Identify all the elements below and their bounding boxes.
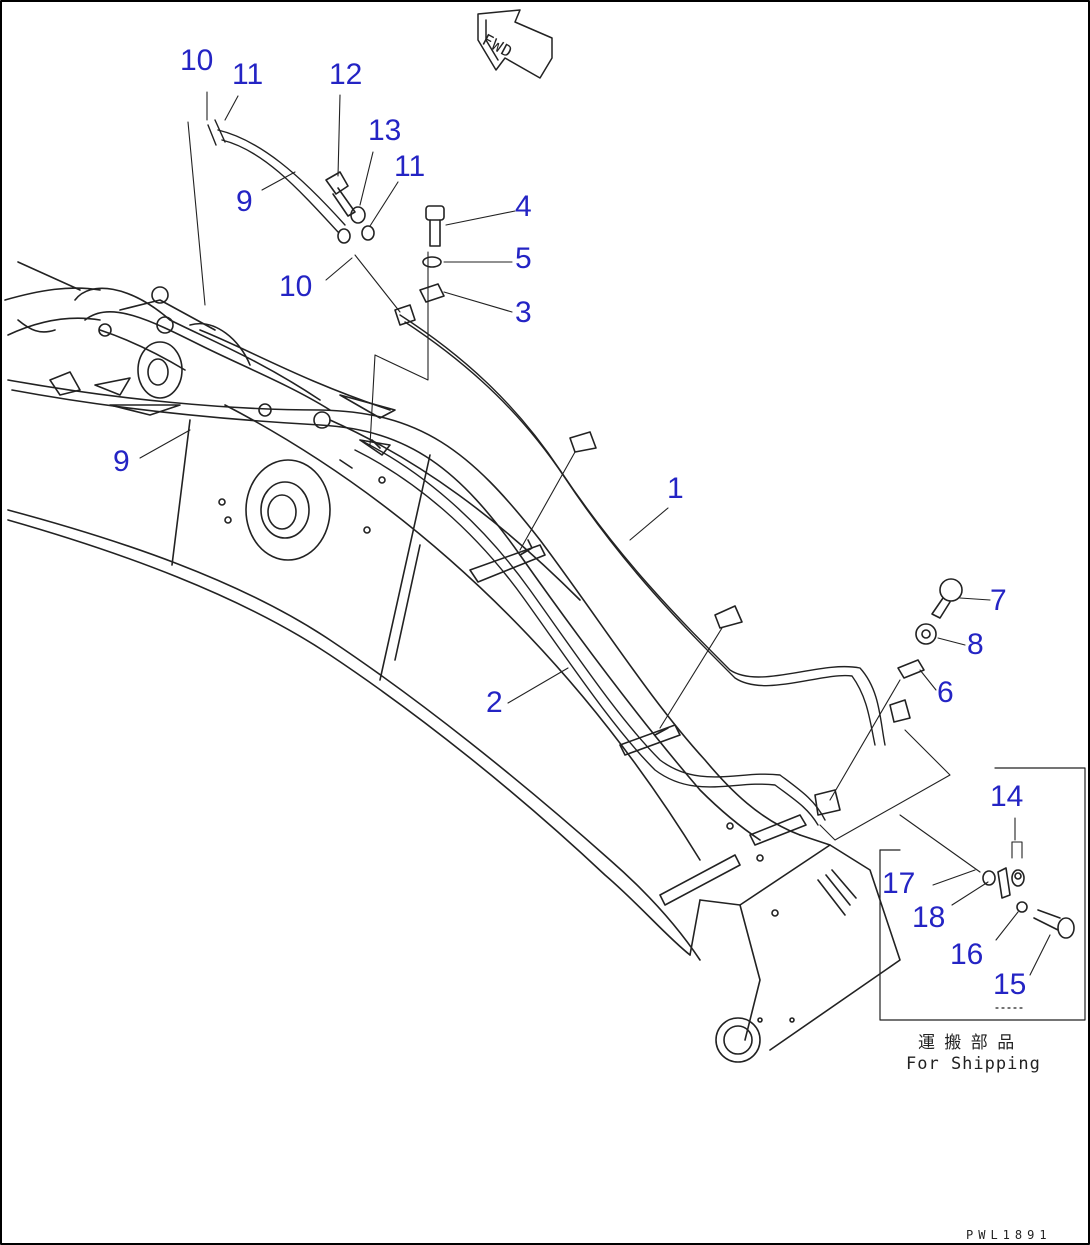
- callout-15: 15: [993, 968, 1027, 1001]
- shipping-note-jp: 運 搬 部 品: [918, 1033, 1017, 1053]
- alignment-lines: [187, 121, 1023, 873]
- callout-9-top: 9: [236, 185, 253, 218]
- callout-14: 14: [990, 780, 1024, 813]
- shipping-note-en: For Shipping: [906, 1054, 1041, 1074]
- callout-3: 3: [515, 296, 532, 329]
- callout-10-mid: 10: [279, 270, 313, 303]
- callout-leaders: [139, 91, 1051, 976]
- callout-13: 13: [368, 114, 402, 147]
- callout-16: 16: [950, 938, 984, 971]
- hydraulic-lines: [207, 119, 886, 826]
- callout-2: 2: [486, 686, 503, 719]
- drawing-code: PWL1891: [966, 1228, 1052, 1242]
- fastener-parts: [325, 171, 1075, 939]
- callout-5: 5: [515, 242, 532, 275]
- callout-11-mid: 11: [394, 150, 426, 183]
- callout-8: 8: [967, 628, 984, 661]
- callout-18: 18: [912, 901, 946, 934]
- callout-1: 1: [667, 472, 684, 505]
- callout-4: 4: [515, 190, 532, 223]
- shipping-parts-box: [879, 767, 1086, 1021]
- callout-9-mid: 9: [113, 445, 130, 478]
- clamps: [359, 304, 911, 906]
- callout-17: 17: [882, 867, 916, 900]
- callout-12: 12: [329, 58, 363, 91]
- callout-7: 7: [990, 584, 1007, 617]
- callout-6: 6: [937, 676, 954, 709]
- cylinder-assembly: [17, 286, 396, 469]
- callout-10-top: 10: [180, 44, 214, 77]
- callout-11-top: 11: [232, 58, 264, 91]
- fwd-arrow-icon: [477, 9, 553, 79]
